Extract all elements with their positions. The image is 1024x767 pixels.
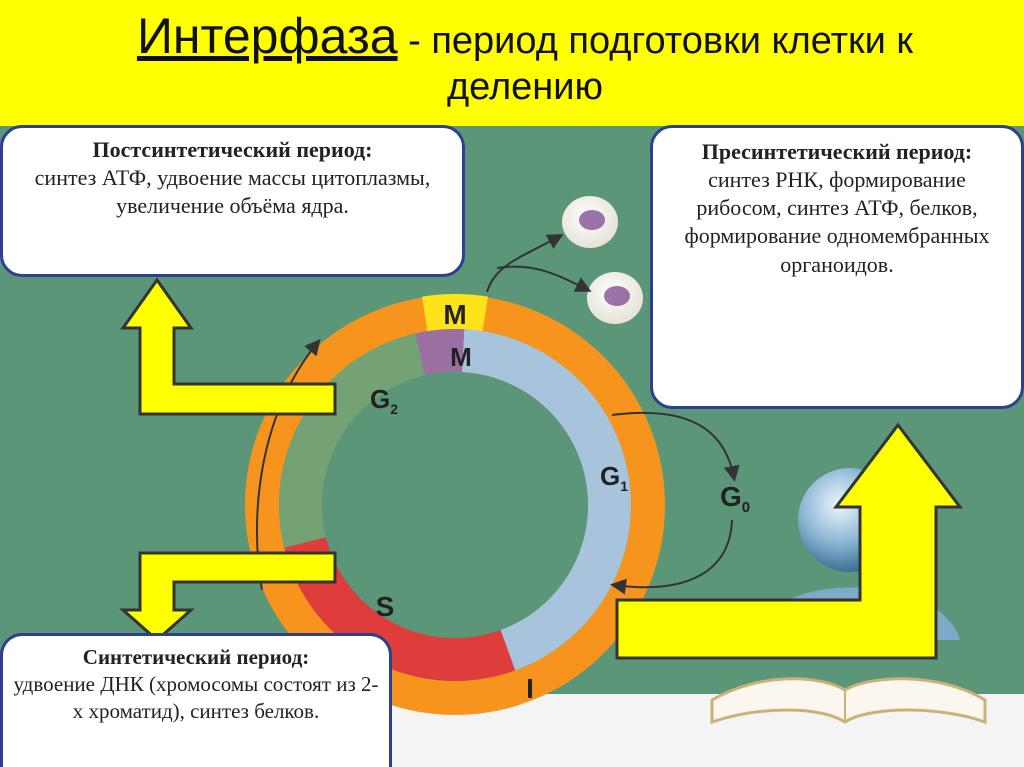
arrow-to-daughter-cell-2: [496, 265, 592, 292]
postsynthetic-body: синтез АТФ, удвоение массы цитоплазмы, у…: [34, 165, 431, 219]
postsynthetic-box: Постсинтетический период: синтез АТФ, уд…: [0, 125, 465, 277]
presynthetic-body: синтез РНК, формирование рибосом, синтез…: [684, 167, 990, 277]
slide-title: Интерфаза - период подготовки клетки к д…: [60, 8, 990, 109]
arrow-g1-to-g0: [611, 411, 740, 482]
cycle-labels: M M G2 G1 G0 S I: [370, 299, 750, 704]
segment-s: [284, 537, 516, 682]
arrow-g0-to-g1: [610, 519, 733, 595]
outer-ring-mitosis-segment: [421, 294, 489, 332]
pointer-arrows: [119, 277, 964, 660]
arrow-to-synthetic: [119, 551, 337, 643]
synthetic-box: Синтетический период: удвоение ДНК (хром…: [0, 633, 392, 767]
book-illustration: [710, 677, 987, 725]
daughter-cell-2-nucleus: [604, 286, 630, 306]
daughter-cell-1-nucleus: [579, 210, 605, 230]
presynthetic-heading: Пресинтетический период:: [701, 139, 973, 164]
synthetic-heading: Синтетический период:: [82, 645, 310, 669]
segment-g1: [461, 329, 632, 671]
label-m-inner: M: [450, 342, 472, 372]
cycle-ring: [245, 294, 665, 715]
label-m-outer: M: [443, 299, 466, 330]
title-subtitle: - период подготовки клетки к делению: [397, 20, 914, 108]
title-bar: [0, 0, 1024, 126]
arrow-to-presynthetic: [615, 422, 964, 660]
synthetic-body: удвоение ДНК (хромосомы состоят из 2-х х…: [13, 671, 379, 723]
label-s: S: [376, 591, 395, 622]
presynthetic-box: Пресинтетический период: синтез РНК, фор…: [650, 125, 1024, 409]
arrow-to-daughter-cell-1: [486, 234, 564, 293]
title-main: Интерфаза: [136, 8, 398, 64]
postsynthetic-heading: Постсинтетический период:: [92, 137, 373, 162]
daughter-cells: [562, 196, 643, 324]
ring-center: [322, 372, 588, 638]
label-i: I: [526, 673, 534, 704]
segment-g2: [279, 333, 426, 548]
label-g0: G0: [720, 481, 750, 516]
label-g2: G2: [370, 384, 398, 417]
segment-m-inner: [415, 329, 465, 376]
arrow-to-postsynthetic: [120, 277, 337, 416]
label-g1: G1: [600, 461, 628, 494]
